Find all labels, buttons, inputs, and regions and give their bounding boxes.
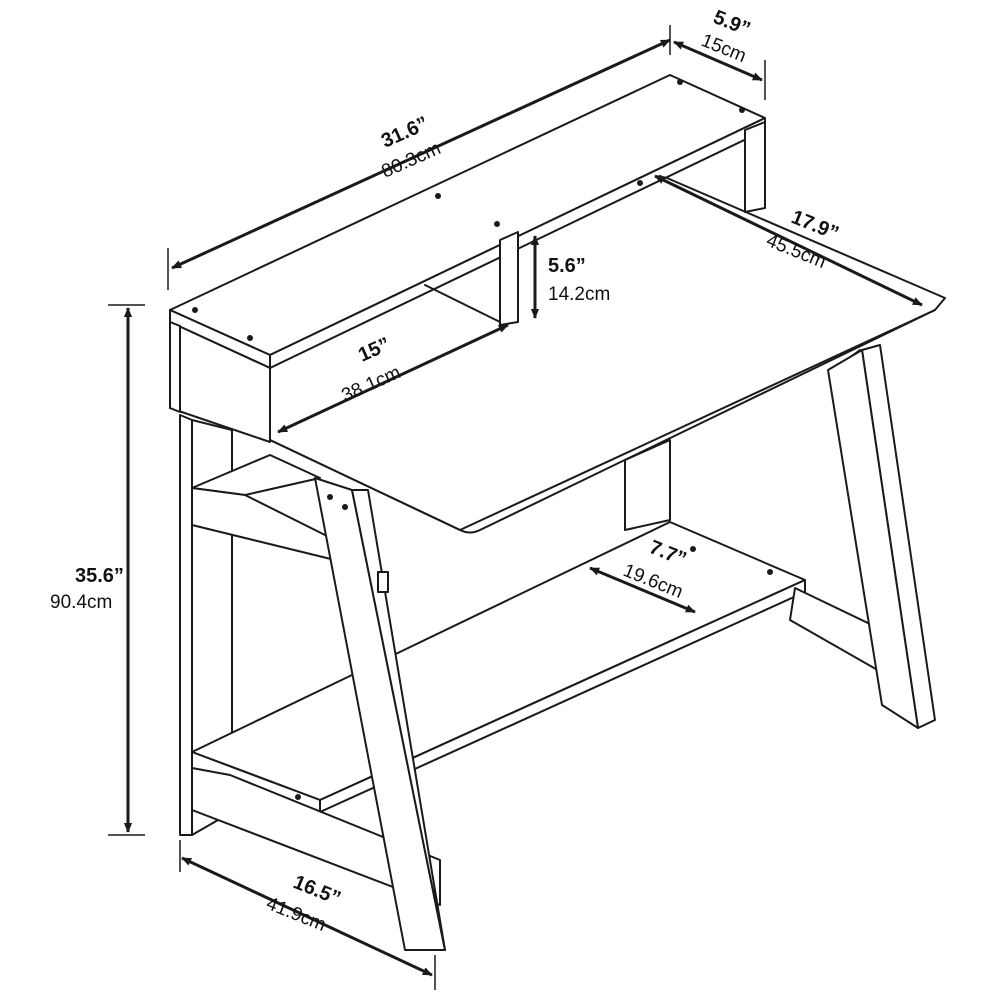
left-upper-rail [191,454,336,561]
dim-overall-height [108,304,145,836]
overall-height-cm-label: 90.4cm [50,592,112,613]
dim-cubby-width [277,323,509,434]
dim-hutch-depth [669,25,766,100]
left-front-leg [314,477,446,951]
dim-leg-depth [179,840,436,990]
right-front-leg [827,344,936,729]
overall-height-inches-label: 35.6” [75,565,124,587]
dim-overall-width [167,38,671,290]
dim-desk-depth [654,174,923,307]
cubby-height-cm-label: 14.2cm [548,284,610,305]
dim-shelf-depth [589,566,696,614]
bottom-shelf [191,521,806,821]
cubby-height-inches-label: 5.6” [548,255,586,277]
